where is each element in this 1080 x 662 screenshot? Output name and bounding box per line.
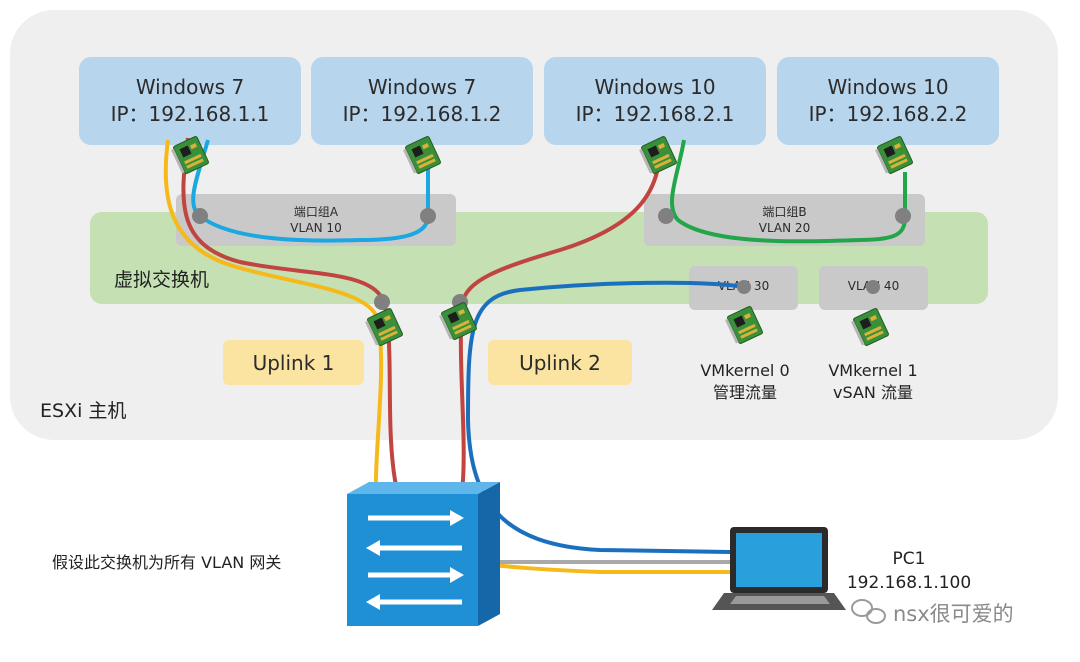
port-group-vlan: VLAN 20 <box>758 221 811 235</box>
mgmt-link <box>465 280 746 554</box>
vm-windows10-1[interactable]: Windows 10 IP：192.168.2.1 <box>544 57 766 145</box>
uplink-label: Uplink 1 <box>252 350 335 375</box>
nic-icon <box>169 135 210 176</box>
vmkernel-0-label: VMkernel 0 管理流量 <box>690 360 800 404</box>
wechat-logo-icon <box>851 599 886 624</box>
vmkernel-1-label: VMkernel 1 vSAN 流量 <box>818 360 928 404</box>
nic-icon <box>637 135 678 176</box>
vm-ip: IP：192.168.1.1 <box>110 102 270 126</box>
pc-label: PC1 192.168.1.100 <box>844 547 974 595</box>
vmkernel-desc: 管理流量 <box>712 383 777 402</box>
port-dot <box>866 280 880 294</box>
uplink-1[interactable]: Uplink 1 <box>223 340 364 385</box>
vmkernel-name: VMkernel 1 <box>828 361 918 380</box>
esxi-host-label: ESXi 主机 <box>40 400 127 422</box>
port-dot <box>737 280 751 294</box>
port-dot <box>658 208 674 224</box>
laptop-icon <box>712 527 846 610</box>
vlan20-link <box>669 139 907 244</box>
watermark: nsx很可爱的 <box>893 602 1014 626</box>
vm-name: Windows 7 <box>367 75 477 99</box>
port-group-vlan: VLAN 10 <box>290 221 342 235</box>
virtual-switch-label: 虚拟交换机 <box>114 269 210 291</box>
uplink-2[interactable]: Uplink 2 <box>488 340 632 385</box>
physical-switch-icon <box>347 482 500 626</box>
port-group-name: 端口组A <box>293 205 339 219</box>
uplink-label: Uplink 2 <box>519 350 601 375</box>
port-group-a[interactable]: 端口组A VLAN 10 <box>176 194 456 246</box>
nic-icon <box>363 307 404 348</box>
port-dot <box>374 294 390 310</box>
port-group-name: 端口组B <box>762 205 807 219</box>
vm-windows7-1[interactable]: Windows 7 IP：192.168.1.1 <box>79 57 301 145</box>
port-dot <box>420 208 436 224</box>
pc-ip: 192.168.1.100 <box>846 573 972 593</box>
vm-name: Windows 10 <box>827 75 949 99</box>
vlan10-link <box>191 139 430 243</box>
switch-note: 假设此交换机为所有 VLAN 网关 <box>52 553 282 572</box>
nic-icon <box>401 135 442 176</box>
vm-windows7-2[interactable]: Windows 7 IP：192.168.1.2 <box>311 57 533 145</box>
trunk-link-vm1 <box>181 137 441 519</box>
vm-ip: IP：192.168.2.2 <box>808 102 968 126</box>
port-dot <box>192 208 208 224</box>
vmkernel-name: VMkernel 0 <box>700 361 790 380</box>
nic-icon <box>873 135 914 176</box>
nic-icon <box>849 307 890 348</box>
port-dot <box>895 208 911 224</box>
vm-name: Windows 7 <box>135 75 245 99</box>
vm-ip: IP：192.168.1.2 <box>342 102 502 126</box>
nic-icon <box>723 305 764 346</box>
vm-windows10-2[interactable]: Windows 10 IP：192.168.2.2 <box>777 57 999 145</box>
vm-name: Windows 10 <box>594 75 716 99</box>
vmkernel-desc: vSAN 流量 <box>833 383 913 402</box>
pc-name: PC1 <box>892 549 926 569</box>
vm-ip: IP：192.168.2.1 <box>575 102 735 126</box>
